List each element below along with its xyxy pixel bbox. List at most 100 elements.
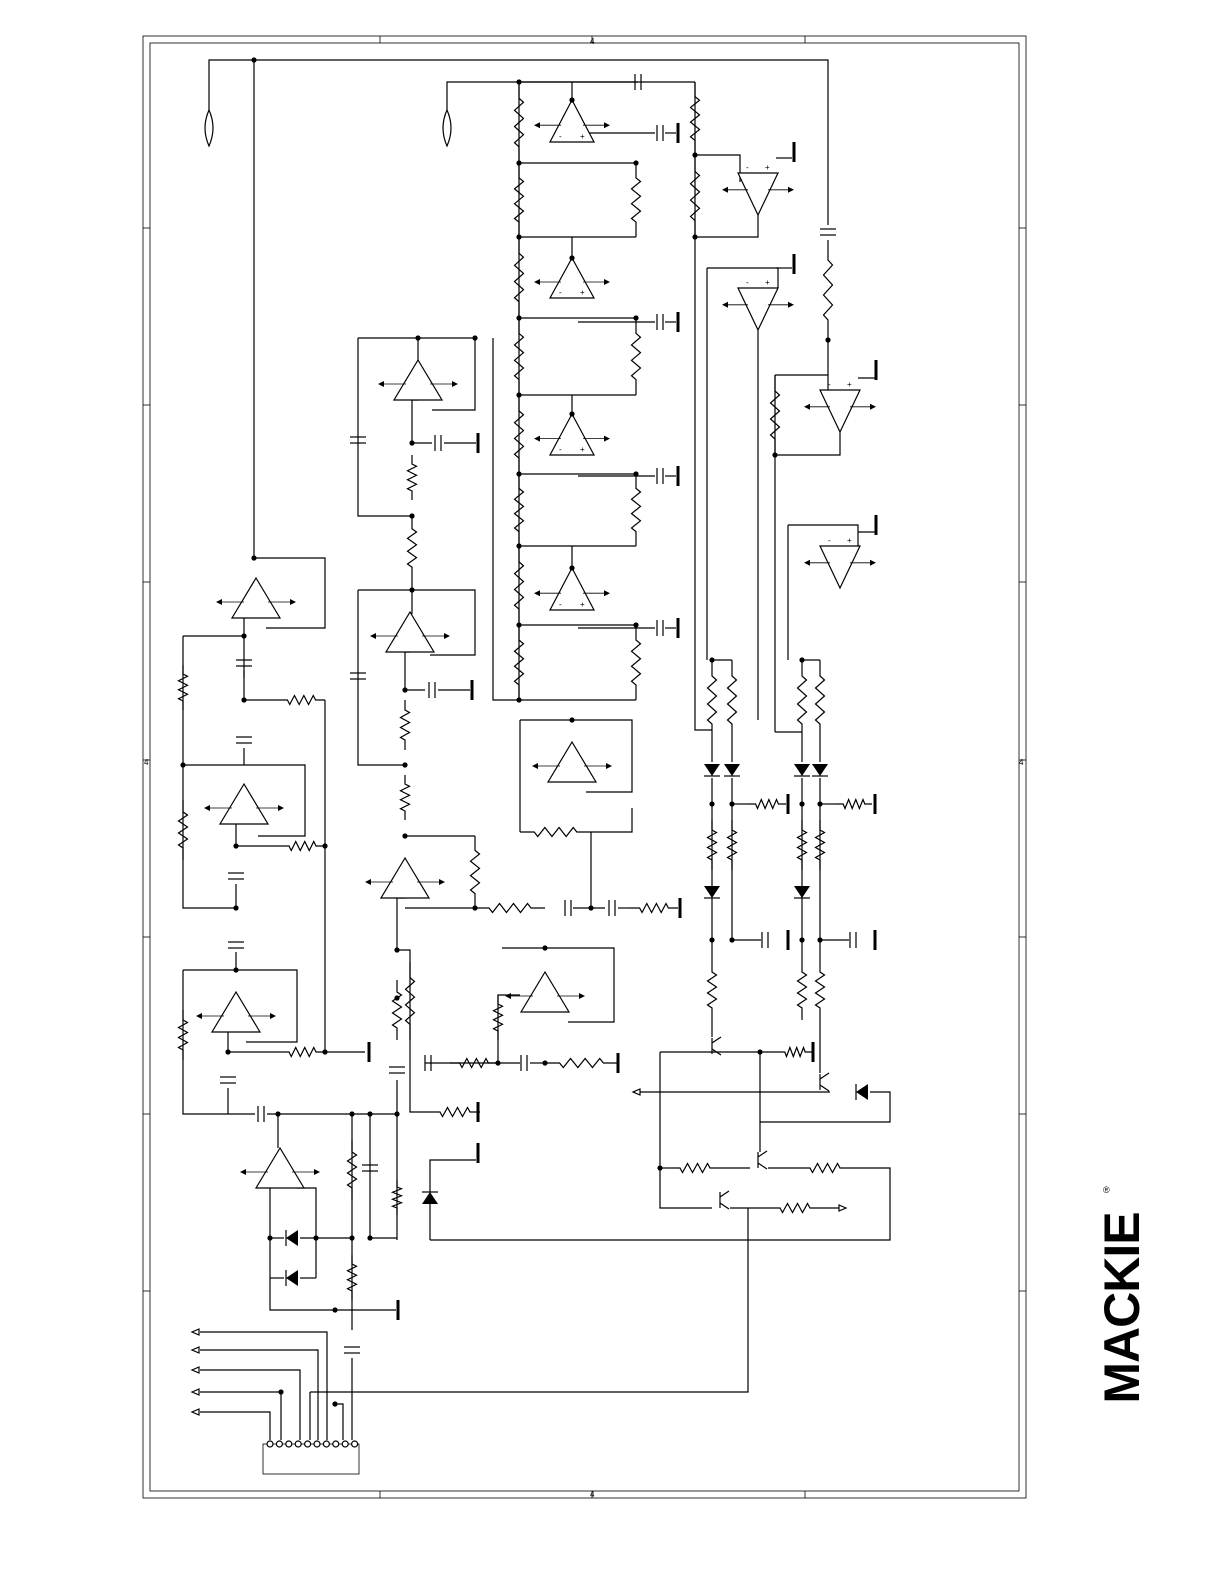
supply-arrow [722, 187, 728, 193]
op-amp [820, 546, 860, 588]
op-amp-pin-label: - [746, 163, 749, 172]
junction-dot [394, 995, 399, 1000]
resistor [691, 155, 700, 237]
wire [270, 1188, 335, 1310]
junction-dot [709, 937, 714, 942]
ground-bar [677, 123, 680, 143]
pin-header-pin [276, 1441, 282, 1447]
transistor [720, 1191, 729, 1197]
resistor [824, 240, 833, 340]
wire [397, 898, 405, 950]
transistor [720, 1203, 729, 1209]
wire [591, 808, 632, 832]
wire [310, 1208, 748, 1392]
junction-dot [692, 234, 697, 239]
op-amp [820, 390, 860, 432]
resistor [494, 995, 503, 1040]
wire [200, 1332, 327, 1440]
supply-arrow [722, 302, 728, 308]
op-amp [548, 742, 596, 782]
resistor [836, 800, 872, 809]
wire [493, 338, 519, 700]
resistor [632, 474, 641, 546]
wires [183, 60, 890, 1440]
transistor [820, 1085, 829, 1091]
resistor [771, 375, 780, 455]
junction-dot [516, 392, 521, 397]
supply-arrow [579, 993, 585, 999]
pin-header-pin [305, 1441, 311, 1447]
resistor [545, 1059, 618, 1068]
op-amp [381, 858, 429, 898]
ground-bar [793, 254, 796, 274]
border-tick-bottom: 4 [590, 1490, 595, 1499]
resistor [520, 828, 591, 837]
junction-dot [633, 471, 638, 476]
ground-bar [677, 618, 680, 638]
resistor [393, 980, 402, 1040]
ground-bar [477, 1102, 480, 1122]
supply-arrow [534, 122, 540, 128]
op-amp-pin-label: + [765, 278, 770, 287]
op-amp-pin-label: + [580, 445, 585, 454]
border-tick-right: 4 [1019, 758, 1024, 767]
junction-dot [542, 945, 547, 950]
resistor [515, 395, 524, 474]
op-amp-pin-label: - [746, 278, 749, 287]
junction-dot [367, 1235, 372, 1240]
resistor [816, 960, 825, 1020]
op-amp [256, 1148, 304, 1188]
op-amp [738, 288, 778, 330]
transistor [758, 1151, 767, 1157]
resistor [406, 962, 415, 1040]
junction-dot [332, 1401, 337, 1406]
wire [297, 1188, 316, 1278]
junction-dot [729, 937, 734, 942]
off-sheet-arrow [633, 1089, 640, 1095]
junction-dot [241, 633, 246, 638]
ground-bar [874, 930, 877, 950]
op-amp [550, 100, 594, 142]
diode [724, 764, 740, 776]
supply-arrow [216, 599, 222, 605]
supply-arrow [505, 993, 511, 999]
connector-lens [443, 110, 451, 146]
wire [358, 338, 412, 516]
junction-dot [633, 315, 638, 320]
pin-header-pin [352, 1441, 358, 1447]
resistor [800, 1164, 850, 1173]
border-tick-top: 4 [590, 37, 595, 46]
wire [183, 970, 255, 1114]
ground-bar [793, 142, 796, 162]
pin-header-pin [333, 1441, 339, 1447]
resistor [632, 625, 641, 700]
junction-dot [322, 1049, 327, 1054]
wire [200, 1392, 281, 1440]
ground-bar [787, 794, 790, 814]
junction-dot [394, 1111, 399, 1116]
wire [760, 1052, 890, 1122]
ground-bar [812, 1042, 815, 1062]
pin-header-pin [267, 1441, 273, 1447]
junction-dot [322, 843, 327, 848]
resistor [515, 474, 524, 546]
op-amp-pin-label: + [847, 380, 852, 389]
pin-header-pin [286, 1441, 292, 1447]
junction-dot [516, 471, 521, 476]
resistor [691, 82, 700, 155]
op-amp [386, 612, 434, 652]
resistor [515, 82, 524, 163]
transistor [820, 1073, 829, 1079]
diode [812, 764, 828, 776]
junction-dot [633, 622, 638, 627]
resistor [708, 960, 717, 1020]
supply-arrow [439, 879, 445, 885]
junction-dot [402, 687, 407, 692]
op-amp [550, 414, 594, 455]
resistor [515, 163, 524, 237]
junction-dot [349, 1111, 354, 1116]
pin-header-pin [314, 1441, 320, 1447]
ground-bar [397, 1300, 400, 1320]
junction-dot [367, 1111, 372, 1116]
supply-arrow [378, 381, 384, 387]
